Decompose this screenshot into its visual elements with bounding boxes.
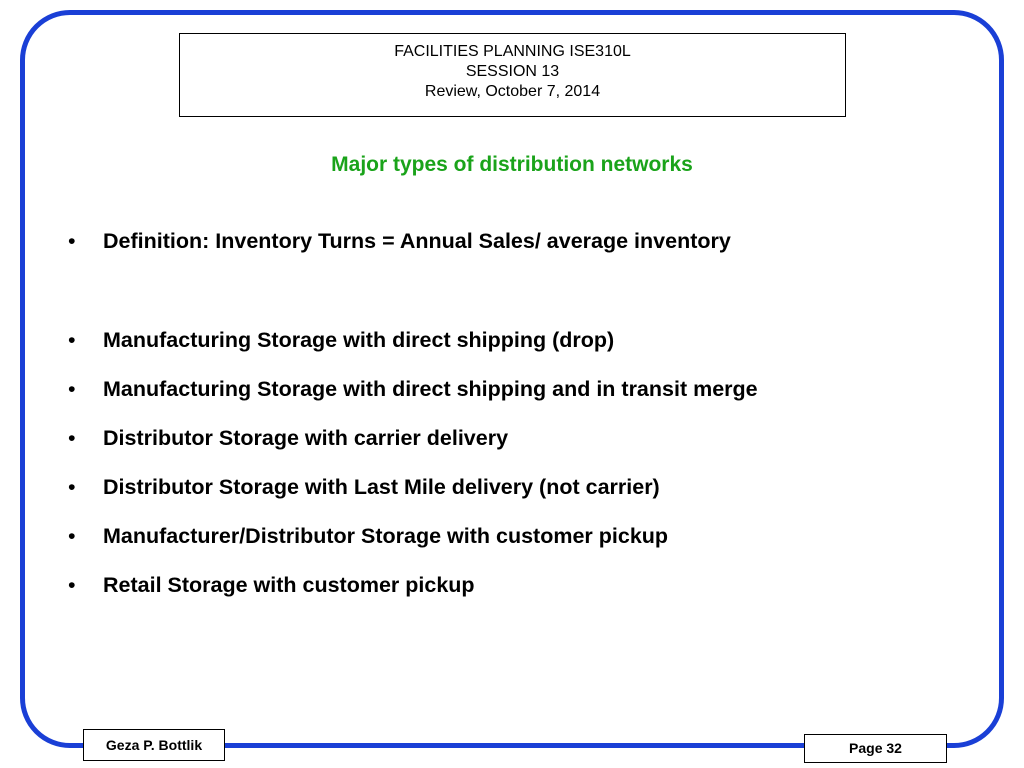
bullet-text: Distributor Storage with carrier deliver… xyxy=(103,426,509,450)
bullet-item: • Manufacturing Storage with direct shipp… xyxy=(68,328,614,353)
header-date: Review, October 7, 2014 xyxy=(424,83,601,100)
bullet-dot: • xyxy=(68,377,76,401)
slide-frame xyxy=(20,10,1004,748)
bullet-text: Definition: Inventory Turns = Annual Sal… xyxy=(103,229,731,253)
header-session: SESSION 13 xyxy=(465,63,560,80)
bullet-item: • Manufacturer/Distributor Storage with c… xyxy=(68,524,668,549)
bullet-dot: • xyxy=(68,524,76,548)
bullet-item: • Distributor Storage with Last Mile deli… xyxy=(68,475,660,500)
bullet-dot: • xyxy=(68,573,76,597)
header-box: FACILITIES PLANNING ISE310L SESSION 13 R… xyxy=(179,33,846,117)
bullet-dot: • xyxy=(68,328,76,352)
bullet-text: Manufacturing Storage with direct shippi… xyxy=(103,377,758,401)
bullet-dot: • xyxy=(68,229,76,253)
bullet-dot: • xyxy=(68,475,76,499)
bullet-item: • Retail Storage with customer pickup xyxy=(68,573,475,598)
bullet-text: Manufacturer/Distributor Storage with cu… xyxy=(103,524,669,548)
header-course-title: FACILITIES PLANNING ISE310L xyxy=(394,43,631,60)
bullet-dot: • xyxy=(68,426,76,450)
bullet-item: • Manufacturing Storage with direct shipp… xyxy=(68,377,758,402)
bullet-item: • Distributor Storage with carrier delive… xyxy=(68,426,508,451)
bullet-item: • Definition: Inventory Turns = Annual Sa… xyxy=(68,229,731,254)
page-number-box: Page 32 xyxy=(804,734,947,763)
author-box: Geza P. Bottlik xyxy=(83,729,225,761)
bullet-text: Manufacturing Storage with direct shippi… xyxy=(103,328,615,352)
bullet-text: Retail Storage with customer pickup xyxy=(103,573,475,597)
bullet-text: Distributor Storage with Last Mile deliv… xyxy=(103,475,660,499)
slide-subtitle: Major types of distribution networks xyxy=(331,153,693,176)
